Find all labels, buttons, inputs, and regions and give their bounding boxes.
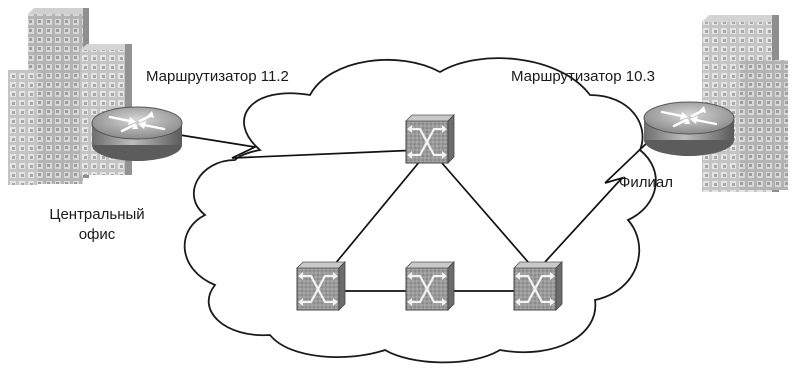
- link-top-left: [329, 154, 426, 271]
- atm-switch-icon: [404, 113, 456, 165]
- atm-switch-icon: [295, 260, 347, 312]
- atm-switch-icon: [404, 260, 456, 312]
- central-office-label-line2: офис: [78, 226, 116, 243]
- cloud-icon: [183, 57, 657, 364]
- wan-link-left: [179, 134, 421, 159]
- router-right-label: Маршрутизатор 10.3: [511, 68, 655, 85]
- router-left-label: Маршрутизатор 11.2: [146, 68, 289, 85]
- central-office-label: Центральный офис: [38, 205, 156, 245]
- link-top-right: [434, 154, 536, 271]
- building-icon: [702, 15, 788, 192]
- wan-link-right: [544, 139, 651, 263]
- atm-switch-icon: [512, 260, 564, 312]
- router-icon: [642, 100, 736, 158]
- central-office-label-line1: Центральный: [49, 206, 145, 223]
- router-icon: [90, 105, 184, 163]
- branch-label: Филиал: [619, 174, 674, 191]
- network-links: [179, 134, 651, 292]
